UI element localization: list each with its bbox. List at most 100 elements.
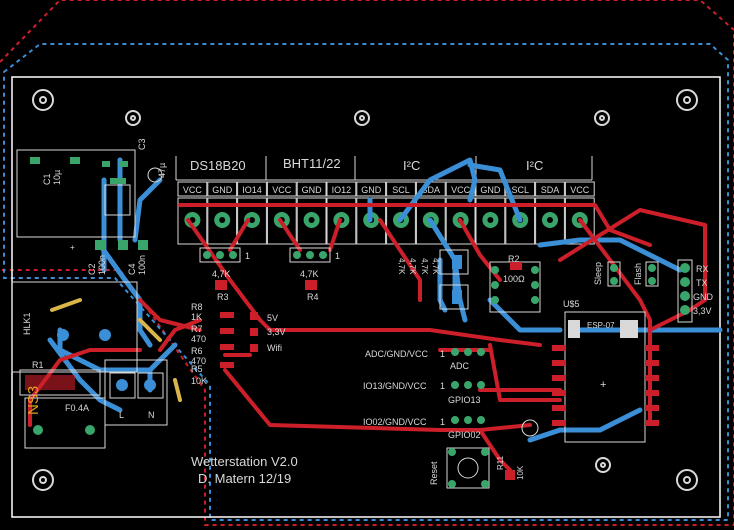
terminal-pin-label: SDA xyxy=(541,185,560,195)
io02-label: IO02/GND/VCC xyxy=(363,417,427,427)
c2-value: 100n xyxy=(97,255,107,275)
i2c-pullups: 4,7K 4,7K 4,7K 4,7K xyxy=(397,249,469,310)
terminal-pin-label: GND xyxy=(212,185,233,195)
terminal-pin-box xyxy=(326,181,357,197)
terminal-pin-box xyxy=(564,181,595,197)
terminal-pin-label: GND xyxy=(361,185,382,195)
esp-name: ESP-07 xyxy=(587,321,615,330)
terminal-pin-box xyxy=(237,181,267,197)
led-wifi-label: Wifi xyxy=(267,343,282,353)
terminal-pin-label: VCC xyxy=(183,185,203,195)
r5-label: R5 xyxy=(191,364,203,374)
terminal-hole xyxy=(547,217,553,223)
fuse-label: NS3 xyxy=(25,386,42,415)
regulator-area: C1 10µ C2 100n C4 100n + C3 47µ xyxy=(16,138,167,275)
io02-short: GPIO02 xyxy=(448,430,481,440)
pullup-resistors: 4,7K R3 1 4,7K R4 1 xyxy=(199,247,340,302)
terminal-hole xyxy=(487,217,494,223)
c3-value: 47µ xyxy=(157,163,167,178)
terminal-pin-label: SCL xyxy=(511,185,529,195)
c4-label: C4 xyxy=(127,263,137,275)
r2-label: R2 xyxy=(508,254,520,264)
one: 1 xyxy=(335,251,340,261)
terminal-pin-label: VCC xyxy=(451,185,471,195)
power-module: HLK1 R1 NS3 F0.4A L N xyxy=(11,281,182,449)
led-resistors: R8 1K R7 470 R6 470 R5 10K 5V 3,3V Wifi xyxy=(191,302,286,386)
terminal-pin-box xyxy=(266,181,297,197)
r3-label: R3 xyxy=(217,292,229,302)
board-outline xyxy=(11,76,721,518)
flash-label: Flash xyxy=(633,263,643,285)
plus-sign: + xyxy=(70,243,75,252)
led-33v-label: 3,3V xyxy=(267,327,286,337)
pin-33v: 3,3V xyxy=(693,306,712,316)
fuse-value: F0.4A xyxy=(65,403,89,413)
terminal-pin-body xyxy=(326,197,357,245)
terminal-hole xyxy=(219,217,226,223)
r9-b: 4,7K xyxy=(408,258,417,275)
pin-gnd: GND xyxy=(693,292,714,302)
header-bht: BHT11/22 xyxy=(283,156,341,171)
r2-value: 100Ω xyxy=(503,274,525,284)
svg-text:1: 1 xyxy=(440,381,445,391)
terminal-pin-body xyxy=(475,197,506,245)
svg-text:1: 1 xyxy=(440,349,445,359)
terminal-pin-body xyxy=(177,197,208,245)
r9-a: 4,7K xyxy=(397,258,406,275)
pin-rx: RX xyxy=(696,264,709,274)
terminal-pin-label: IO14 xyxy=(242,185,262,195)
terminal-pin-body xyxy=(237,197,267,245)
r3-value: 4,7K xyxy=(212,269,231,279)
top-copper-traces xyxy=(28,203,707,472)
terminal-pin-label: GND xyxy=(480,185,501,195)
terminal-pin-box xyxy=(356,181,387,197)
terminal-pin-body xyxy=(505,197,536,245)
adc-short: ADC xyxy=(450,361,470,371)
terminal-pin-box xyxy=(386,181,416,197)
r11-value: 10K xyxy=(516,465,525,480)
terminal-pin-label: SDA xyxy=(422,185,441,195)
esp-module: U$5 ESP-07 + xyxy=(552,299,659,443)
pin-tx: TX xyxy=(696,278,708,288)
terminal-pin-body xyxy=(564,197,595,245)
c2-label: C2 xyxy=(87,263,97,275)
terminal-pin-label: IO12 xyxy=(332,185,352,195)
r1-label: R1 xyxy=(32,360,44,370)
r4-label: R4 xyxy=(307,292,319,302)
terminal-block-headers: DS18B20 BHT11/22 I²C I²C xyxy=(175,156,593,181)
terminal-l: L xyxy=(119,410,124,420)
c4-value: 100n xyxy=(137,255,147,275)
plus-sign: + xyxy=(600,379,606,391)
led-5v-label: 5V xyxy=(267,313,278,323)
terminal-pin-label: GND xyxy=(302,185,323,195)
r11-label: R11 xyxy=(496,455,505,470)
terminal-hole xyxy=(308,217,315,223)
reset-area: Reset R11 10K xyxy=(429,419,539,489)
terminal-n: N xyxy=(148,410,155,420)
r10-a: 4,7K xyxy=(420,258,429,275)
r8-label: R8 xyxy=(191,302,203,312)
esp-label: U$5 xyxy=(563,299,580,309)
terminal-hole xyxy=(249,217,255,223)
terminal-pin-box xyxy=(207,181,238,197)
r4-value: 4,7K xyxy=(300,269,319,279)
terminal-pin-box xyxy=(475,181,506,197)
r6-value: 470 xyxy=(191,356,206,366)
r6-label: R6 xyxy=(191,346,203,356)
r7-label: R7 xyxy=(191,324,203,334)
terminal-pin-body xyxy=(296,197,327,245)
terminal-pin-box xyxy=(177,181,208,197)
sensor-headers: ADC/GND/VCC 1 ADC IO13/GND/VCC 1 GPIO13 … xyxy=(363,348,485,440)
terminal-pin-body xyxy=(207,197,238,245)
board-author: D. Matern 12/19 xyxy=(198,471,291,486)
c1-value: 10µ xyxy=(52,170,62,185)
terminal-pin-box xyxy=(535,181,565,197)
r2-block: R2 100Ω xyxy=(489,254,541,313)
reset-label: Reset xyxy=(429,461,439,485)
jumpers: Sleep Flash xyxy=(593,261,659,287)
r5-value: 10K xyxy=(191,376,207,386)
c1-label: C1 xyxy=(42,173,52,185)
io13-label: IO13/GND/VCC xyxy=(363,381,427,391)
board-title: Wetterstation V2.0 xyxy=(191,454,298,469)
